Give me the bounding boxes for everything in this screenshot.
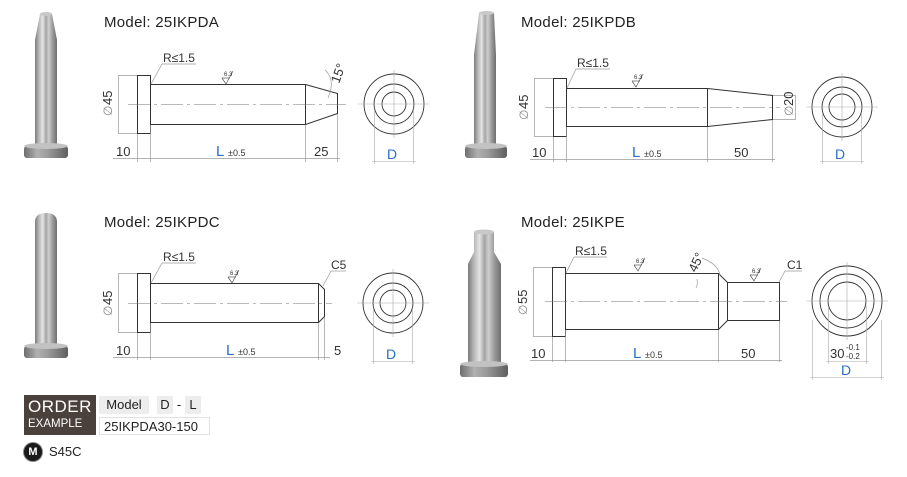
head-diameter: 55	[515, 290, 530, 304]
tip-length-dim: 50	[734, 145, 748, 160]
technical-drawing-25ikpda: 6.3 R≤1.5 15° ∅ 45 10 L ±0.5 25 D	[100, 51, 430, 164]
head-thickness-dim: 10	[531, 346, 545, 361]
diameter-symbol: ∅	[517, 110, 531, 120]
material-icon: M	[24, 443, 42, 461]
surface-finish: 6.3	[636, 259, 645, 265]
length-tolerance: ±0.5	[644, 149, 661, 159]
length-dim: L	[633, 345, 641, 362]
surface-finish: 6.3	[230, 271, 239, 277]
diameter-symbol: ∅	[101, 106, 115, 116]
tip-length-dim: 50	[741, 346, 755, 361]
pin-photo-25ikpdb	[465, 11, 507, 158]
fillet-label: R≤1.5	[577, 56, 609, 70]
order-example-value: 25IKPDA30-150	[99, 417, 210, 435]
tip-diameter-lower-tol: -0.2	[846, 352, 860, 361]
panel-25ikpda: Model: 25IKPDA	[0, 0, 450, 190]
head-diameter: 45	[100, 91, 115, 105]
order-label-line2: EXAMPLE	[28, 418, 83, 430]
chamfer-label: C1	[787, 258, 803, 272]
fillet-label: R≤1.5	[163, 51, 195, 65]
order-example-badge: ORDER EXAMPLE	[24, 395, 96, 435]
model-title: Model: 25IKPDB	[521, 14, 637, 31]
angle-label: 45°	[685, 250, 707, 274]
head-thickness-dim: 10	[116, 343, 130, 358]
end-view-d-label: D	[835, 146, 845, 162]
head-diameter: 45	[100, 291, 115, 305]
end-view-d-label: D	[841, 362, 851, 378]
model-title: Model: 25IKPDC	[104, 214, 220, 231]
fillet-label: R≤1.5	[575, 244, 607, 258]
diameter-symbol: ∅	[782, 106, 796, 116]
pin-photo-25ikpda	[24, 12, 68, 158]
model-title: Model: 25IKPE	[521, 214, 625, 231]
tip-length-dim: 5	[334, 343, 341, 358]
model-title: Model: 25IKPDA	[104, 14, 220, 31]
technical-drawing-25ikpe: 6.3 6.3 R≤1.5 45° C1 ∅ 55 10 L ±0.5 50 3	[515, 244, 888, 380]
tip-diameter: 20	[781, 92, 796, 106]
length-tolerance: ±0.5	[645, 350, 662, 360]
order-header-model: Model	[99, 396, 149, 414]
panel-25ikpe: Model: 25IKPE	[450, 200, 907, 390]
tip-length-dim: 25	[314, 144, 328, 159]
material-icon-letter: M	[28, 446, 38, 458]
head-thickness-dim: 10	[532, 145, 546, 160]
head-thickness-dim: 10	[116, 144, 130, 159]
length-dim: L	[632, 144, 640, 161]
pin-photo-25ikpdc	[24, 213, 68, 358]
panel-25ikpdc: Model: 25IKPDC 6.3 R≤1.5 C5	[0, 200, 450, 390]
head-diameter: 45	[516, 95, 531, 109]
technical-drawing-25ikpdb: 6.3 R≤1.5 ∅ 45 ∅ 20 10 L ±0.5 50 D	[516, 56, 878, 164]
angle-label: 15°	[328, 61, 349, 85]
length-dim: L	[216, 143, 224, 160]
technical-drawing-25ikpdc: 6.3 R≤1.5 C5 ∅ 45 10 L ±0.5 5 D	[100, 250, 429, 364]
tip-diameter-upper-tol: -0.1	[846, 343, 860, 352]
length-dim: L	[226, 342, 234, 359]
surface-finish-tip: 6.3	[752, 269, 761, 275]
length-tolerance: ±0.5	[228, 148, 245, 158]
order-header-d: D	[157, 396, 173, 414]
order-header-l: L	[185, 396, 201, 414]
surface-finish: 6.3	[224, 72, 233, 78]
length-tolerance: ±0.5	[238, 347, 255, 357]
end-view-d-label: D	[386, 346, 396, 362]
diameter-symbol: ∅	[101, 306, 115, 316]
material-text: S45C	[49, 444, 82, 459]
panel-25ikpdb: Model: 25IKPDB 6.3 R≤1.5	[450, 0, 907, 190]
order-header-sep: -	[173, 396, 185, 414]
order-label-line1: ORDER	[28, 397, 92, 416]
chamfer-label: C5	[331, 258, 347, 272]
fillet-label: R≤1.5	[163, 250, 195, 264]
pin-photo-25ikpe	[460, 229, 508, 377]
surface-finish: 6.3	[634, 75, 643, 81]
end-view-d-label: D	[387, 146, 397, 162]
tip-diameter-dim: 30	[830, 346, 844, 361]
diameter-symbol: ∅	[516, 305, 530, 315]
